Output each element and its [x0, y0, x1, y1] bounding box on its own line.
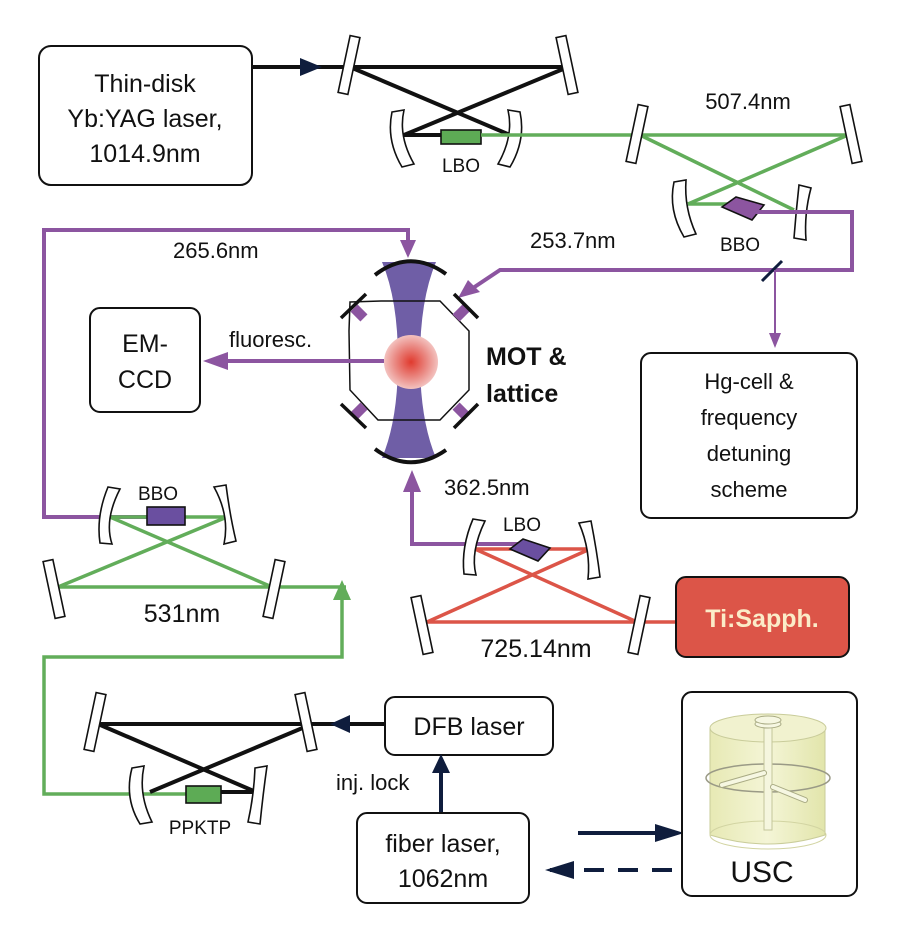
atom-cloud: [384, 335, 438, 389]
arrow-head-icon: [403, 470, 421, 492]
green-531-feed: [42, 600, 344, 796]
uv-265-beam: [42, 228, 410, 519]
curved-mirror: [671, 179, 698, 238]
arrow-head-icon: [330, 715, 350, 733]
em-ccd-line-2: CCD: [118, 366, 172, 394]
wl-253-label: 253.7nm: [530, 228, 616, 253]
fiber-laser-box: fiber laser, 1062nm: [356, 812, 530, 904]
uv-362-beam: [410, 485, 520, 546]
hg-cell-line-4: scheme: [710, 477, 787, 502]
mot-mirror: [452, 292, 480, 320]
curved-mirror: [98, 486, 122, 545]
ppktp-crystal: [185, 785, 222, 804]
mot-label-line-2: lattice: [486, 380, 558, 408]
curved-mirror: [128, 765, 154, 825]
yb-yag-line-2: Yb:YAG laser,: [67, 105, 222, 133]
wl-265-label: 265.6nm: [173, 238, 259, 263]
hg-cell-line-3: detuning: [707, 441, 791, 466]
bbo-crystal-right: [720, 196, 766, 221]
arrow-head-icon: [400, 240, 416, 258]
curved-mirror: [577, 520, 601, 580]
lattice-mirror-bottom: [373, 447, 448, 465]
flat-mirror: [625, 103, 649, 165]
arrow-head-icon: [458, 280, 480, 298]
flat-mirror: [42, 558, 66, 620]
lbo-cavity-1014: LBO: [252, 34, 579, 177]
arrow-head-icon: [655, 824, 684, 842]
bbo-crystal-left: [146, 506, 186, 526]
flat-mirror: [83, 691, 107, 753]
lbo-cavity-725: LBO 725.14nm: [410, 515, 680, 663]
mot-mirror: [339, 402, 368, 430]
curved-mirror: [389, 109, 416, 168]
fluoresc-label: fluoresc.: [229, 327, 312, 352]
yb-yag-line-1: Thin-disk: [94, 70, 196, 98]
curved-mirror: [212, 484, 237, 546]
hg-cell-box: Hg-cell & frequency detuning scheme: [640, 352, 858, 519]
arrow-head-icon: [769, 333, 781, 348]
mot-mirror: [452, 402, 480, 430]
fiber-line-1: fiber laser,: [385, 830, 500, 858]
lbo-crystal-mid: [508, 538, 552, 562]
yb-yag-line-3: 1014.9nm: [89, 140, 200, 168]
bbo-cavity-507: 507.4nm BBO: [625, 89, 863, 256]
wl-725-label: 725.14nm: [480, 635, 591, 663]
usc-label: USC: [730, 856, 793, 889]
dfb-laser-box: DFB laser: [384, 696, 554, 756]
dfb-label: DFB laser: [413, 713, 524, 741]
uv-253-beam: [468, 210, 854, 292]
em-ccd-line-1: EM-: [122, 330, 168, 358]
arrow-head-icon: [432, 754, 450, 773]
flat-mirror: [410, 594, 434, 656]
curved-mirror: [462, 518, 487, 576]
arrow-head-icon: [333, 580, 351, 600]
lbo-mid-label: LBO: [503, 515, 541, 536]
flat-mirror: [555, 34, 579, 96]
pickoff-mirror: [760, 259, 784, 283]
usc-box: USC: [681, 691, 858, 897]
ppktp-label: PPKTP: [169, 818, 231, 839]
inj-lock-label: inj. lock: [336, 770, 410, 795]
bbo-left-label: BBO: [138, 484, 178, 505]
lbo-top-label: LBO: [442, 156, 480, 177]
usc-cavity-icon: [705, 713, 831, 850]
wl-531-label: 531nm: [144, 600, 220, 628]
arrow-head-icon: [203, 352, 228, 370]
wl-507-label: 507.4nm: [705, 89, 791, 114]
mot-chamber: MOT & lattice: [339, 259, 567, 465]
lbo-crystal-top: [440, 129, 482, 145]
mot-mirror: [339, 292, 368, 320]
flat-mirror: [337, 34, 361, 96]
fiber-line-2: 1062nm: [398, 865, 488, 893]
ti-sapph-laser-box: Ti:Sapph.: [675, 576, 850, 658]
mot-label-line-1: MOT &: [486, 343, 567, 371]
arrow-head-icon: [545, 861, 574, 879]
hg-cell-line-1: Hg-cell &: [704, 369, 794, 394]
arrow-head-icon: [300, 58, 322, 76]
wl-362-label: 362.5nm: [444, 475, 530, 500]
ti-sapph-label: Ti:Sapph.: [705, 605, 818, 633]
bbo-right-label: BBO: [720, 235, 760, 256]
flat-mirror: [294, 691, 318, 753]
yb-yag-laser-box: Thin-disk Yb:YAG laser, 1014.9nm: [38, 45, 253, 186]
curved-mirror: [247, 765, 268, 825]
flat-mirror: [262, 558, 286, 620]
hg-cell-line-2: frequency: [701, 405, 798, 430]
curved-mirror: [496, 109, 523, 168]
bbo-cavity-531: BBO 531nm: [42, 484, 346, 628]
lattice-mirror-top: [373, 259, 448, 277]
flat-mirror: [627, 594, 651, 656]
em-ccd-box: EM- CCD: [89, 307, 201, 413]
flat-mirror: [839, 103, 863, 165]
ppktp-cavity-1062: PPKTP: [83, 691, 385, 839]
